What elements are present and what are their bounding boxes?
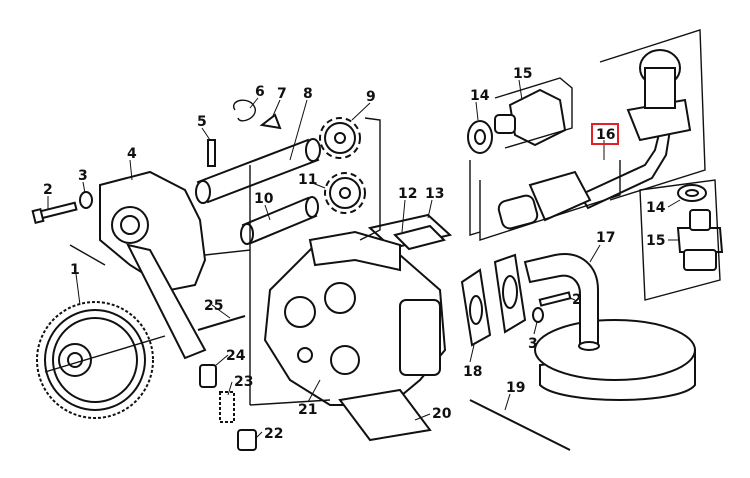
callout-6: 6 xyxy=(255,84,265,100)
washer-side xyxy=(677,184,707,202)
callout-3-right: 3 xyxy=(528,336,538,352)
callout-16-highlight xyxy=(591,123,619,145)
callout-18: 18 xyxy=(463,364,482,380)
pump-gear-lower xyxy=(324,172,366,214)
bolt-left xyxy=(31,201,78,225)
callout-1: 1 xyxy=(70,262,80,278)
washer-left xyxy=(79,191,93,209)
flange xyxy=(493,253,527,334)
spring xyxy=(219,391,235,423)
callout-12: 12 xyxy=(398,186,417,202)
woodruff-key xyxy=(259,113,282,130)
callout-20: 20 xyxy=(432,406,452,422)
pump-gear-upper xyxy=(319,117,361,159)
callout-14-side: 14 xyxy=(646,200,666,216)
callout-15-side: 15 xyxy=(646,233,665,249)
callout-16: 16 xyxy=(596,127,615,143)
drive-shaft xyxy=(195,138,321,204)
callout-3-left: 3 xyxy=(78,168,88,184)
callout-2-right: 2 xyxy=(572,292,582,308)
callout-19: 19 xyxy=(506,380,525,396)
callout-4: 4 xyxy=(127,146,137,162)
idler-shaft xyxy=(240,196,319,245)
group-frames xyxy=(69,29,721,406)
callout-17: 17 xyxy=(596,230,615,246)
leader-lines xyxy=(47,79,681,439)
callout-8: 8 xyxy=(303,86,313,102)
gasket xyxy=(460,268,492,347)
callout-23: 23 xyxy=(234,374,253,390)
callout-21: 21 xyxy=(298,402,317,418)
pin xyxy=(207,139,216,167)
valve-plates xyxy=(367,213,453,251)
oil-pipe xyxy=(497,49,692,230)
callout-14-top: 14 xyxy=(470,88,490,104)
washer-top xyxy=(467,120,493,154)
pump-body xyxy=(263,230,447,406)
callout-15-top: 15 xyxy=(513,66,532,82)
callout-2-left: 2 xyxy=(43,182,53,198)
callout-25: 25 xyxy=(204,298,223,314)
rod xyxy=(469,399,571,451)
oil-strainer xyxy=(523,253,696,401)
callout-22: 22 xyxy=(264,426,283,442)
base-plate xyxy=(338,388,432,442)
valve-piston xyxy=(199,364,217,388)
callout-24: 24 xyxy=(226,348,246,364)
fitting-side xyxy=(676,209,724,271)
bolt-right xyxy=(538,291,572,307)
circlip xyxy=(232,99,256,122)
callout-5: 5 xyxy=(197,114,207,130)
callout-9: 9 xyxy=(366,89,376,105)
drive-gear xyxy=(36,301,166,419)
cover-plate xyxy=(99,170,207,360)
fitting-top xyxy=(494,88,567,147)
washer-right xyxy=(532,307,544,323)
callout-7: 7 xyxy=(277,86,287,102)
callout-11: 11 xyxy=(298,172,317,188)
screw xyxy=(197,315,246,331)
plug xyxy=(237,429,257,451)
callout-13: 13 xyxy=(425,186,444,202)
callout-10: 10 xyxy=(254,191,274,207)
